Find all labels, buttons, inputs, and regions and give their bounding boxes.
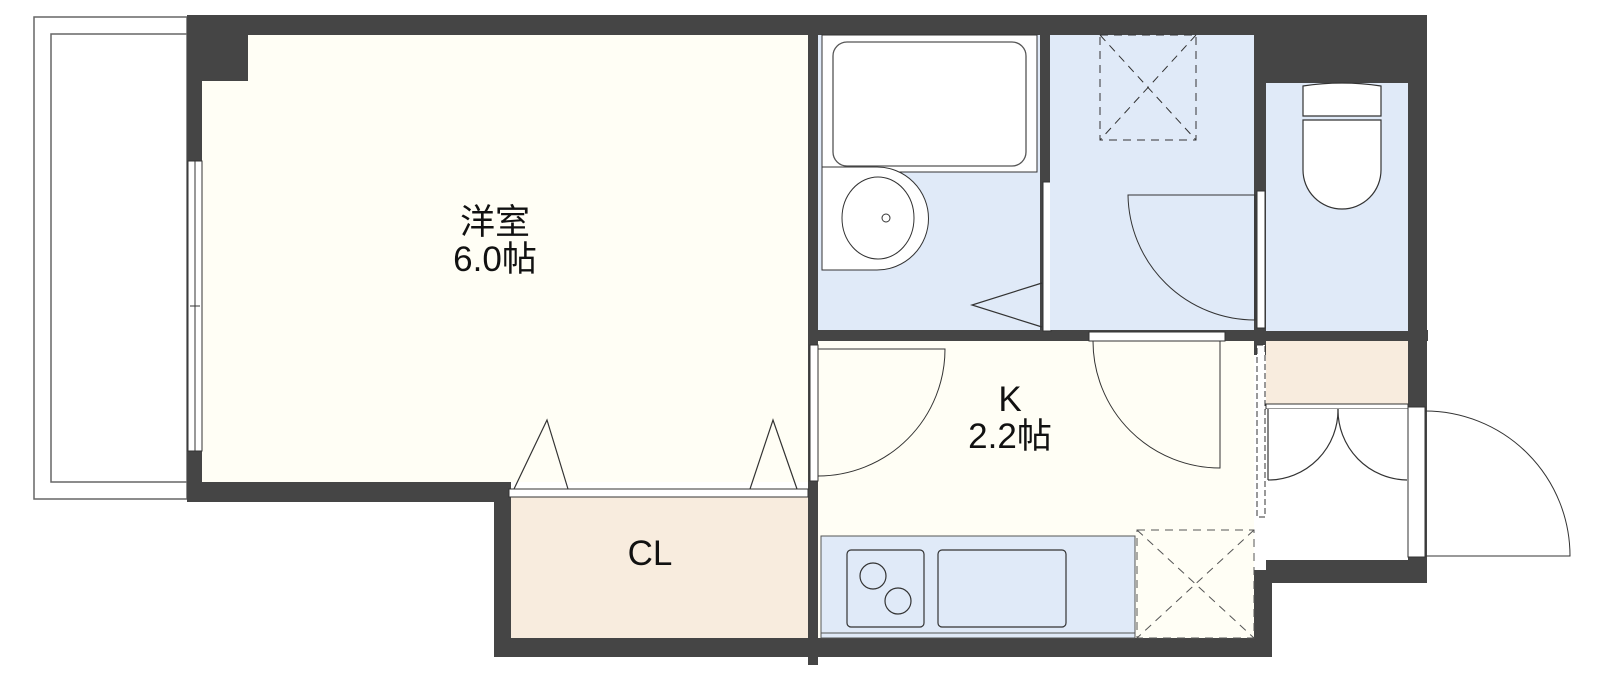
kitchen-label: K 2.2帖 bbox=[920, 380, 1100, 456]
kitchen-sink bbox=[937, 549, 1067, 628]
balcony-window[interactable] bbox=[187, 160, 203, 452]
kitchen-stove bbox=[846, 549, 925, 628]
western-room-floor bbox=[202, 35, 808, 482]
bathtub bbox=[821, 34, 1038, 173]
entrance-door[interactable] bbox=[1407, 406, 1571, 558]
closet-name: CL bbox=[627, 534, 673, 573]
washroom-entry-door[interactable] bbox=[1088, 331, 1226, 469]
shoe-cabinet-doors[interactable] bbox=[1267, 408, 1408, 481]
entry-partition[interactable] bbox=[1256, 344, 1266, 518]
closet-floor bbox=[511, 497, 808, 638]
entry-floor bbox=[1266, 409, 1408, 560]
western-room-size: 6.0帖 bbox=[453, 239, 537, 279]
closet-label: CL bbox=[590, 534, 710, 573]
closet-folding-doors[interactable] bbox=[513, 418, 798, 490]
balcony bbox=[33, 16, 188, 500]
refrigerator-space bbox=[1136, 529, 1255, 639]
closet-door-rail[interactable] bbox=[508, 488, 809, 498]
kitchen-name: K bbox=[998, 380, 1022, 419]
shoe-cabinet bbox=[1266, 341, 1408, 404]
kitchen-size: 2.2帖 bbox=[968, 416, 1052, 456]
western-room-door[interactable] bbox=[809, 344, 946, 482]
kitchen-counter bbox=[820, 535, 1136, 639]
western-room-label: 洋室 6.0帖 bbox=[395, 203, 595, 279]
toilet bbox=[1302, 82, 1382, 210]
western-room-name: 洋室 bbox=[459, 203, 530, 242]
toilet-door[interactable] bbox=[1256, 190, 1266, 329]
washroom-floor bbox=[1050, 35, 1254, 330]
washing-machine-space bbox=[1099, 34, 1197, 141]
washroom-door-swing[interactable] bbox=[1127, 194, 1256, 321]
washbasin bbox=[821, 166, 929, 271]
